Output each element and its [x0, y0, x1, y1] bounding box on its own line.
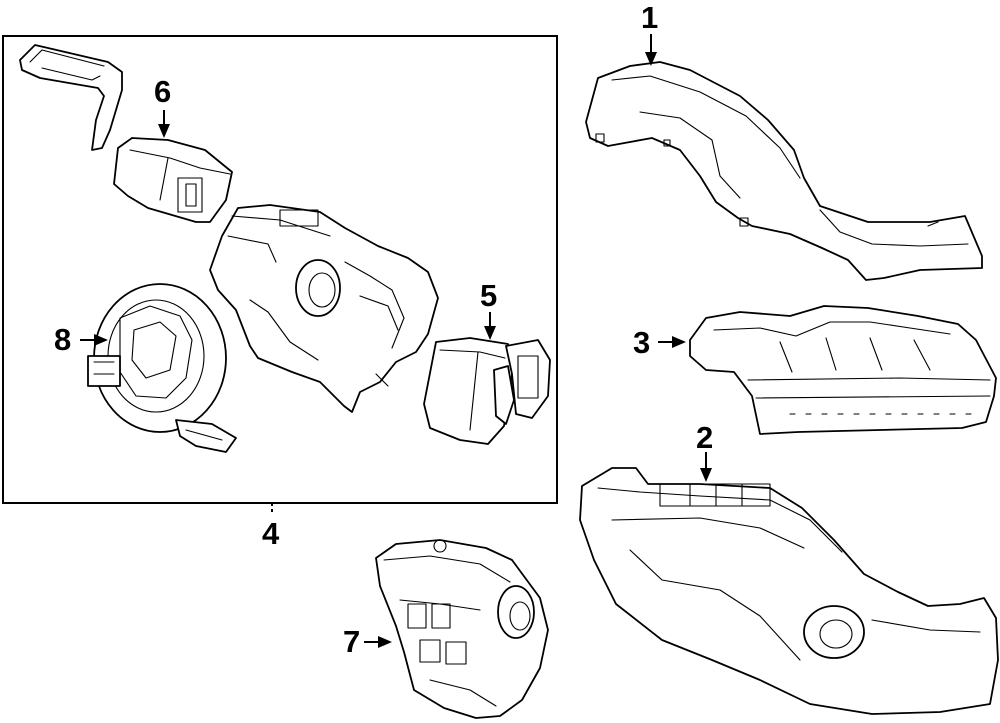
callout-2-arrow [700, 452, 712, 482]
callout-1-arrow [645, 34, 657, 66]
callout-7-label: 7 [343, 624, 361, 659]
part-6-lever-switch [19, 44, 233, 223]
callout-1-label: 1 [641, 0, 659, 35]
callout-8-label: 8 [54, 322, 72, 357]
callout-8-arrow [80, 334, 108, 346]
callout-5-arrow [484, 312, 496, 340]
callout-2-label: 2 [696, 420, 714, 455]
callout-3-label: 3 [633, 325, 651, 360]
callout-6-label: 6 [154, 74, 172, 109]
part-1-upper-shroud [585, 61, 983, 281]
part-4-switch-housing [209, 204, 439, 413]
callout-3-arrow [658, 336, 686, 348]
callout-7-arrow [364, 636, 392, 648]
callout-6-arrow [158, 110, 170, 138]
part-7-ignition-switch [375, 539, 549, 719]
part-5-switch [423, 337, 551, 445]
callout-5-label: 5 [480, 278, 498, 313]
callout-4-label: 4 [262, 516, 280, 551]
part-3-bracket [689, 305, 997, 435]
part-2-lower-shroud [579, 467, 999, 715]
assembly-group-frame [2, 35, 558, 504]
part-8-clockspring [87, 283, 237, 453]
